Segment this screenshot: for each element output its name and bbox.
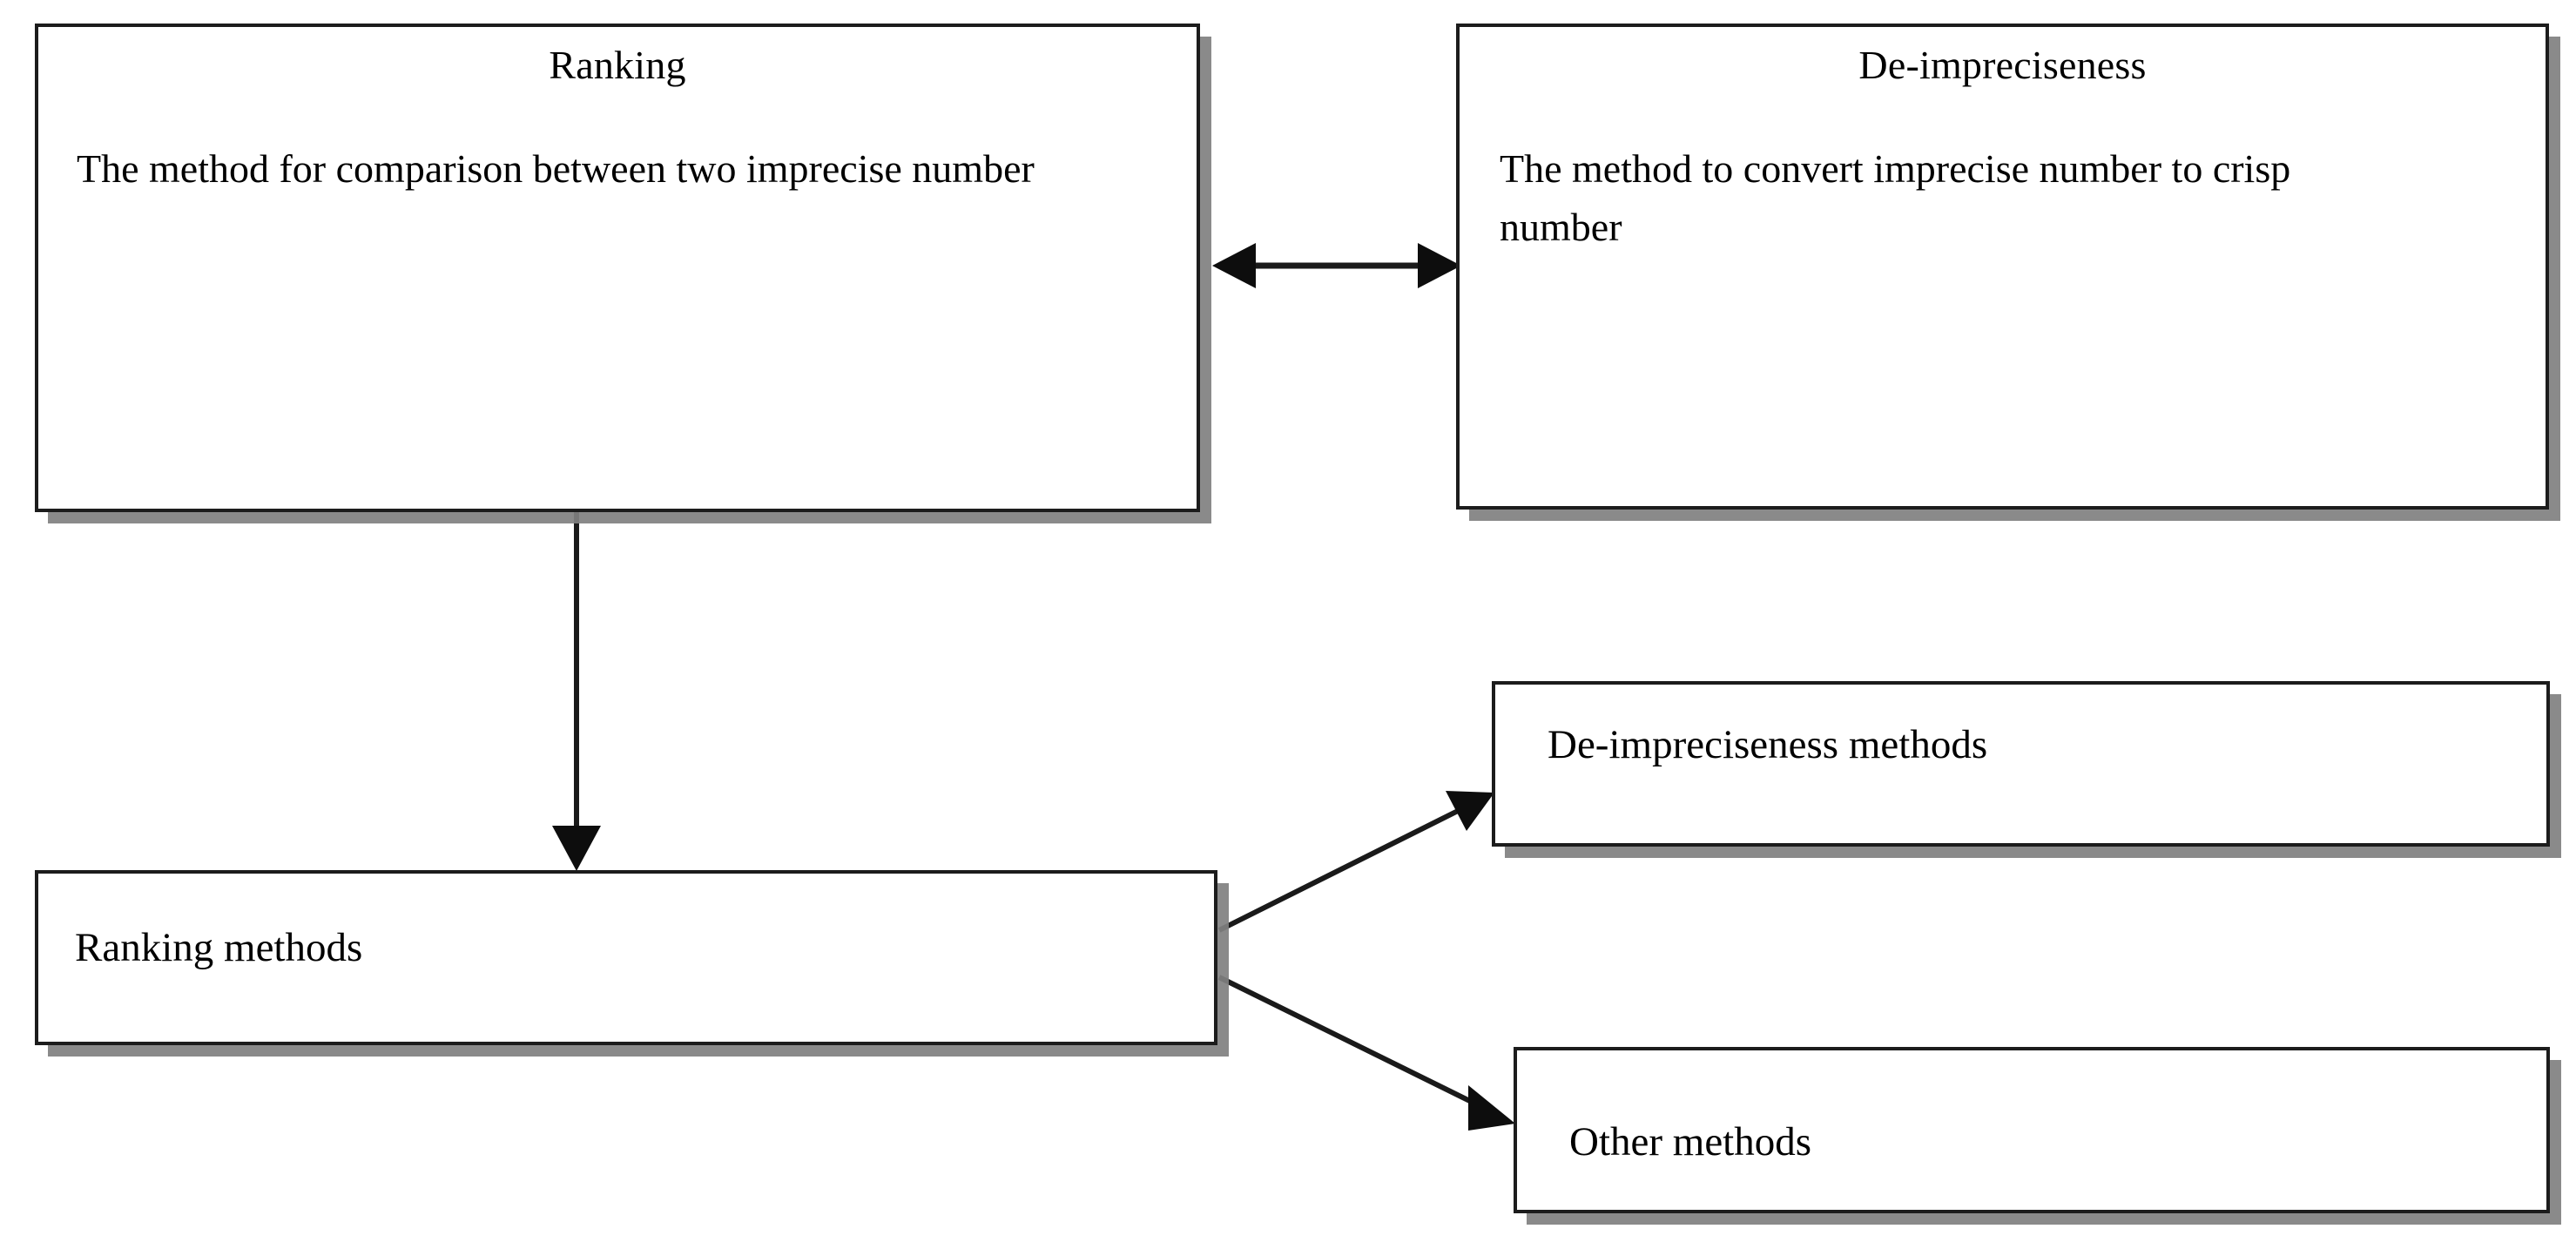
node-ranking[interactable]: Ranking The method for comparison betwee… <box>35 24 1200 512</box>
node-de-impreciseness-methods[interactable]: De-impreciseness methods <box>1492 681 2550 847</box>
connector-ranking-to-de-impreciseness <box>1212 243 1461 288</box>
node-other-methods[interactable]: Other methods <box>1514 1047 2550 1213</box>
node-de-impreciseness-body: The method to convert imprecise number t… <box>1500 146 2291 249</box>
node-de-impreciseness-methods-label: De-impreciseness methods <box>1548 722 1988 767</box>
node-ranking-methods-label: Ranking methods <box>75 925 363 970</box>
node-ranking-title: Ranking <box>549 43 686 87</box>
connector-ranking-methods-to-other-methods <box>1217 975 1515 1131</box>
connector-ranking-to-ranking-methods <box>552 512 601 871</box>
node-ranking-body: The method for comparison between two im… <box>77 146 1035 192</box>
node-de-impreciseness[interactable]: De-impreciseness The method to convert i… <box>1456 24 2549 510</box>
node-other-methods-label: Other methods <box>1569 1119 1812 1165</box>
connector-ranking-methods-to-de-impreciseness-methods <box>1217 791 1494 933</box>
node-ranking-methods[interactable]: Ranking methods <box>35 870 1217 1045</box>
node-de-impreciseness-title: De-impreciseness <box>1858 43 2147 87</box>
